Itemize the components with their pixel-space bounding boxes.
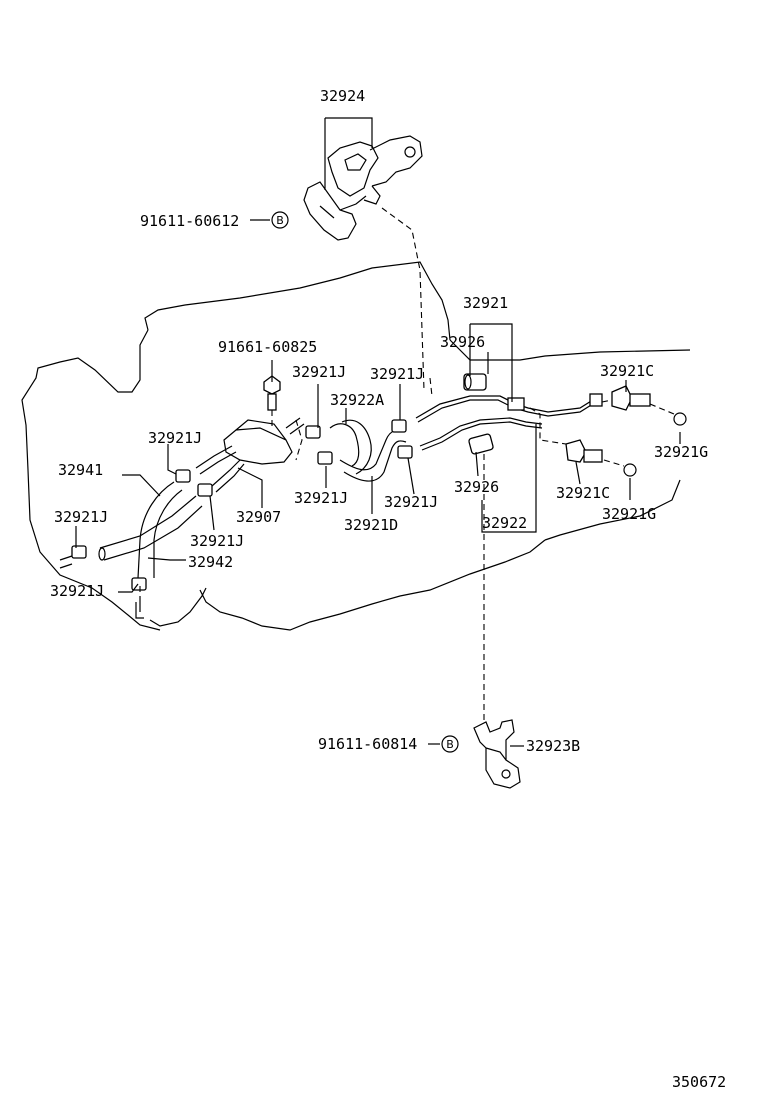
label-32921g-bottom: 32921G (602, 505, 656, 523)
label-32926-top: 32926 (440, 333, 485, 351)
label-32921j-h: 32921J (384, 493, 438, 511)
dashed-references (139, 207, 675, 722)
label-32921j-c: 32921J (148, 429, 202, 447)
label-32907: 32907 (236, 508, 281, 526)
label-32926-bottom: 32926 (454, 478, 499, 496)
gasket-32921g-top (673, 412, 687, 426)
label-32921d: 32921D (344, 516, 398, 534)
label-32921j-e: 32921J (190, 532, 244, 550)
svg-text:B: B (276, 214, 284, 227)
union-32921c-top (589, 385, 651, 411)
sleeve-32926-bottom (468, 433, 494, 455)
label-32924: 32924 (320, 87, 365, 105)
label-32921j-b: 32921J (370, 365, 424, 383)
pipe-32922 (419, 417, 543, 451)
label-32921g-top: 32921G (654, 443, 708, 461)
leader-lines (75, 117, 681, 747)
valve-32907 (195, 417, 305, 493)
transmission-outline (21, 261, 691, 631)
hose-32941 (137, 481, 183, 579)
label-91661-60825: 91661-60825 (218, 338, 317, 356)
sleeve-32926-top (463, 373, 487, 391)
label-32922a: 32922A (330, 391, 384, 409)
label-32923b: 32923B (526, 737, 580, 755)
bolt-marker-bottom: B (441, 735, 459, 753)
gasket-32921g-bottom (623, 463, 637, 477)
hose-32922a (329, 419, 372, 475)
label-32921j-d: 32921J (54, 508, 108, 526)
label-32921j-g: 32921J (294, 489, 348, 507)
label-32921: 32921 (463, 294, 508, 312)
label-91611-60814: 91611-60814 (318, 735, 417, 753)
pipe-32921 (415, 395, 597, 423)
label-32921c-top: 32921C (600, 362, 654, 380)
part-labels: 32924 91611-60612 91661-60825 32921 3292… (50, 87, 726, 1091)
figure-number: 350672 (672, 1073, 726, 1091)
bracket-32923b (473, 719, 521, 789)
label-32942: 32942 (188, 553, 233, 571)
svg-text:B: B (446, 738, 454, 751)
label-32921j-a: 32921J (292, 363, 346, 381)
bracket-32924 (303, 135, 423, 241)
label-32921j-i: 32921J (50, 582, 104, 600)
label-32922: 32922 (482, 514, 527, 532)
label-32921c-bottom: 32921C (556, 484, 610, 502)
label-32941: 32941 (58, 461, 103, 479)
union-32921c-bottom (565, 439, 603, 463)
clamps-center (71, 419, 413, 591)
hose-32921d (339, 429, 407, 482)
hose-32942 (98, 495, 203, 561)
pipe-end-left (59, 555, 144, 619)
label-91611-60612: 91611-60612 (140, 212, 239, 230)
bolt-marker-top: B (271, 211, 289, 229)
